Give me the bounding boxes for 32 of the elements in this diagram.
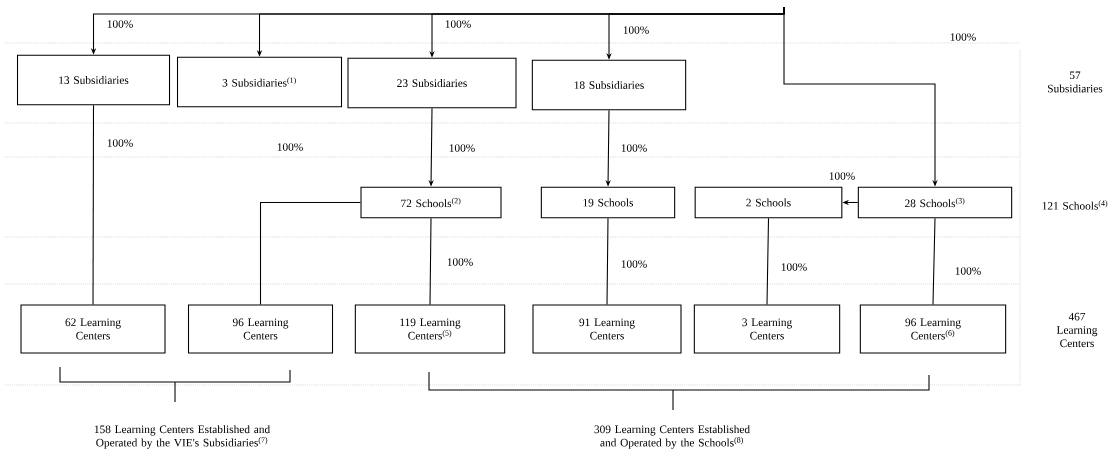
entity-box: 23 Subsidiaries	[347, 57, 517, 109]
edge-label: 100%	[105, 137, 135, 149]
edge-label: 100%	[948, 31, 978, 43]
entity-box: 72 Schools$^{(2)}$	[360, 186, 502, 219]
entity-box: 19 Schools	[540, 186, 676, 219]
edge-label: 100%	[447, 142, 477, 154]
edge-label: 100%	[105, 18, 135, 30]
entity-box: 96 Learning Centers	[187, 304, 334, 354]
entity-box: 13 Subsidiaries	[16, 54, 171, 106]
entity-box: 2 Schools	[694, 186, 843, 219]
percent-label: 100%	[277, 143, 303, 151]
entity-box: 3 Subsidiaries$^{(1)}$	[176, 56, 343, 108]
edge-label: 100%	[619, 142, 649, 154]
summary-text: 309 Learning Centers Established and Operated by the Schools$^{(8)}$	[594, 425, 750, 449]
entity-box: 28 Schools$^{(3)}$	[857, 186, 1013, 219]
entity-box: 91 Learning Centers	[532, 304, 682, 354]
edge-label: 100%	[445, 256, 475, 268]
entity-box: 62 Learning Centers	[20, 304, 166, 354]
total-label: 57 Subsidiaries	[1048, 71, 1103, 93]
edge-label: 100%	[621, 24, 651, 36]
edge-label: 100%	[953, 265, 983, 277]
entity-box: 3 Learning Centers	[693, 304, 841, 354]
edge-label: 100%	[827, 170, 857, 182]
edge-label: 100%	[619, 258, 649, 270]
total-label: 467 Learning Centers	[1056, 312, 1098, 348]
entity-box: 18 Subsidiaries	[531, 59, 687, 111]
total-label: 121 Schools$^{(4)}$	[1042, 200, 1108, 210]
entity-box: 96 Learning Centers$^{(6)}$	[859, 304, 1007, 354]
edge-label: 100%	[443, 18, 473, 30]
edge-label: 100%	[779, 261, 809, 273]
entity-box: 119 Learning Centers$^{(5)}$	[354, 304, 506, 354]
summary-text: 158 Learning Centers Established and Operated by the VIE's Subsidiaries$^{(7)}$	[94, 425, 270, 449]
